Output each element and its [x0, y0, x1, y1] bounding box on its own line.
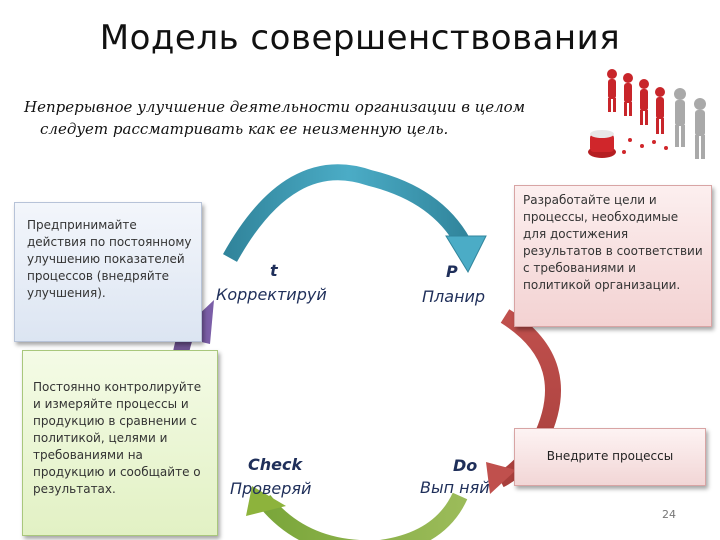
act-label: Корректируй — [216, 285, 327, 304]
do-description-box: Внедрите процессы — [514, 428, 706, 486]
do-label: Вып няй — [420, 478, 490, 497]
subtitle-line-1: Непрерывное улучшение деятельности орган… — [24, 98, 526, 116]
act-description-box: Предпринимайте действия по постоянному у… — [14, 202, 202, 342]
page-title: Модель совершенствования — [99, 18, 621, 58]
top-arrow — [223, 164, 474, 262]
right-arrow-head — [486, 462, 516, 494]
page-number: 24 — [662, 508, 676, 521]
bottom-arrow-head — [246, 486, 286, 516]
bottom-arrow — [257, 492, 468, 540]
act-tag: t — [270, 261, 278, 280]
plan-description-box: Разработайте цели и процессы, необходимы… — [514, 185, 712, 327]
check-description-box: Постоянно контролируйте и измеряйте проц… — [22, 350, 218, 536]
check-label: Проверяй — [230, 479, 312, 498]
plan-label: Планир — [422, 287, 486, 306]
do-tag: Do — [453, 456, 478, 475]
top-arrow-head — [445, 235, 487, 274]
plan-tag: P — [446, 262, 458, 281]
people-figures-icon — [588, 69, 706, 159]
subtitle: Непрерывное улучшение деятельности орган… — [24, 96, 584, 140]
subtitle-line-2: следует рассматривать как ее неизменную … — [40, 120, 449, 138]
check-tag: Check — [248, 455, 303, 474]
